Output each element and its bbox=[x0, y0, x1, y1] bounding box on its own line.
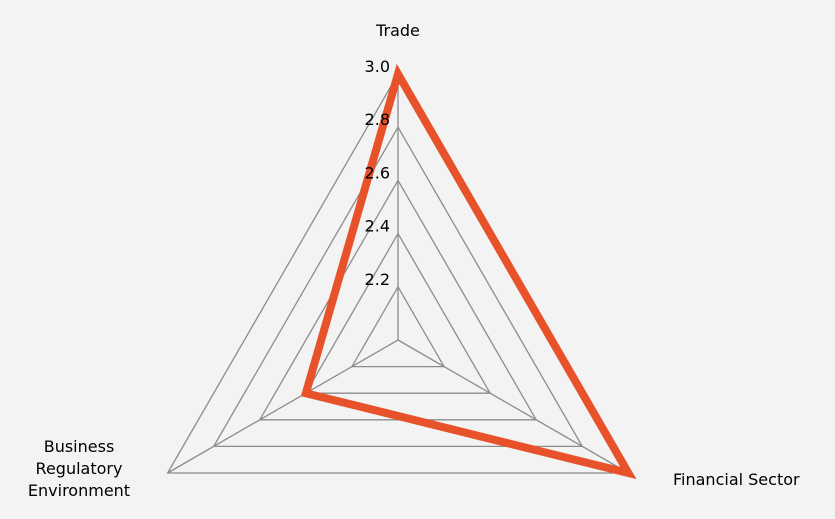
tick-label: 2.8 bbox=[365, 110, 390, 129]
tick-label: 2.2 bbox=[365, 270, 390, 289]
grid-ring bbox=[350, 285, 446, 368]
axis-spoke bbox=[397, 339, 629, 474]
radar-series bbox=[300, 63, 637, 480]
axis-spoke bbox=[167, 339, 399, 474]
tick-label: 3.0 bbox=[365, 57, 390, 76]
axis-label-trade: Trade bbox=[375, 21, 420, 40]
tick-label: 2.4 bbox=[365, 217, 390, 236]
axis-label-financial-sector: Financial Sector bbox=[673, 470, 800, 489]
grid-ring bbox=[212, 125, 584, 448]
series-line bbox=[300, 63, 637, 480]
tick-label: 2.6 bbox=[365, 163, 390, 182]
tick-labels: 2.2 2.4 2.6 2.8 3.0 bbox=[365, 57, 390, 289]
radar-spokes bbox=[167, 74, 629, 474]
grid-ring bbox=[304, 232, 492, 394]
